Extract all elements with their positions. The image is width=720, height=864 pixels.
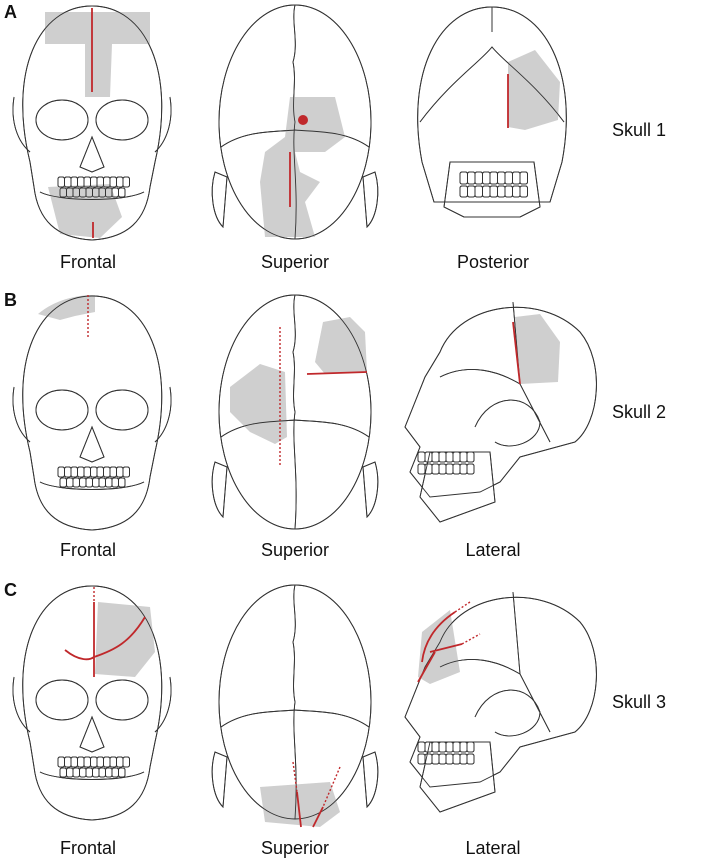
skull3-frontal <box>12 585 172 821</box>
lateral-skull-outline <box>404 301 597 523</box>
outline-overlay <box>12 295 172 531</box>
row-a <box>12 4 567 241</box>
view-label: Frontal <box>59 252 117 272</box>
view-label: Lateral <box>465 838 521 858</box>
skull2-superior <box>211 294 379 530</box>
outline-overlay <box>211 294 379 530</box>
outline-overlay <box>12 5 172 241</box>
outline-overlay <box>211 584 379 820</box>
row-c <box>12 584 597 828</box>
view-label: Posterior <box>456 252 530 272</box>
skull2-lateral <box>404 301 597 523</box>
outline-overlay <box>404 301 597 523</box>
skull3-lateral <box>404 591 597 813</box>
view-label: Frontal <box>59 838 117 858</box>
row-b <box>12 294 597 531</box>
view-label: Superior <box>260 540 330 560</box>
outline-overlay <box>404 591 597 813</box>
outline-overlay <box>12 585 172 821</box>
outline-overlay <box>211 4 379 240</box>
skull3-superior <box>211 584 379 828</box>
panel-letter-c: C <box>4 580 17 600</box>
skull2-frontal <box>12 295 172 531</box>
view-label: Frontal <box>59 540 117 560</box>
outline-overlay <box>417 6 567 218</box>
skull1-posterior <box>417 6 567 218</box>
skull-label-2: Skull 2 <box>612 402 667 422</box>
skull1-superior <box>211 4 379 240</box>
panel-letter-b: B <box>4 290 17 310</box>
view-label: Superior <box>260 252 330 272</box>
view-label: Lateral <box>465 540 521 560</box>
skull1-frontal <box>12 5 172 241</box>
view-label: Superior <box>260 838 330 858</box>
skull-label-1: Skull 1 <box>612 120 667 140</box>
impact-point-marker <box>298 115 308 125</box>
skull-label-3: Skull 3 <box>612 692 667 712</box>
panel-letter-a: A <box>4 2 17 22</box>
